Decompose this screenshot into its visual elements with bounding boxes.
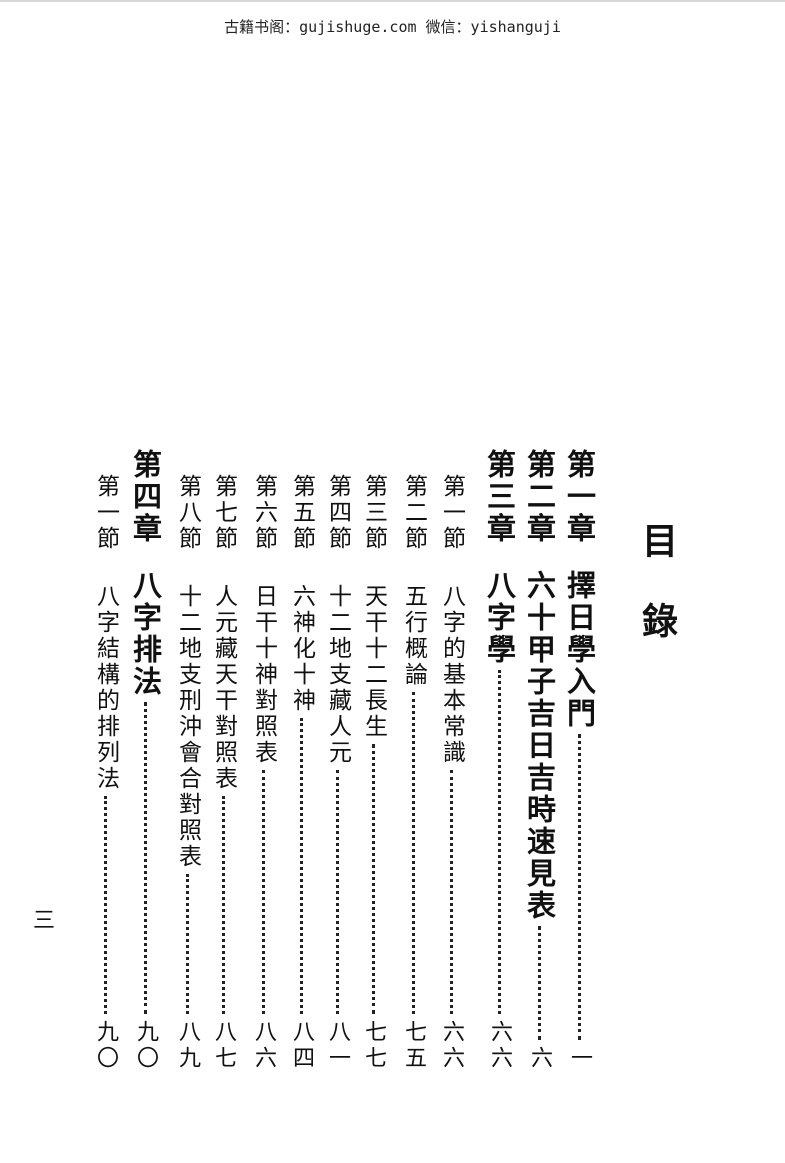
toc-entry[interactable]: 第二節 五行概論 七五 (396, 0, 430, 1072)
entry-label: 第一章 (562, 449, 597, 545)
toc-entry[interactable]: 第四章 八字排法 九〇 (128, 0, 163, 1072)
dot-leader (411, 692, 415, 1014)
entry-page: 六六 (439, 1020, 464, 1072)
entry-title: 五行概論 (400, 584, 427, 688)
entry-label: 第三章 (482, 449, 517, 545)
toc-entry[interactable]: 第八節 十二地支刑沖會合對照表 八九 (170, 0, 204, 1072)
toc-entry[interactable]: 第五節 六神化十神 八四 (284, 0, 318, 1072)
entry-title: 擇日學入門 (562, 570, 597, 730)
dot-leader (299, 718, 303, 1014)
entry-title: 天干十二長生 (360, 584, 387, 740)
toc-entry[interactable]: 第一節 八字結構的排列法 九〇 (88, 0, 122, 1072)
entry-label: 第一節 (92, 474, 119, 552)
dot-leader (335, 770, 339, 1014)
entry-label: 第一節 (438, 474, 465, 552)
toc-entry[interactable]: 第六節 日干十神對照表 八六 (246, 0, 280, 1072)
entry-label: 第六節 (250, 474, 277, 552)
watermark-header: 古籍书阁：gujishuge.com 微信：yishanguji (224, 18, 561, 36)
entry-label: 第四章 (128, 449, 163, 545)
entry-page: 一 (567, 1046, 592, 1072)
entry-page: 八七 (211, 1020, 236, 1072)
entry-label: 第二章 (522, 449, 557, 545)
dot-leader (221, 796, 225, 1014)
entry-page: 九〇 (93, 1020, 118, 1072)
entry-title: 八字的基本常識 (438, 584, 465, 766)
dot-leader (185, 874, 189, 1014)
entry-title: 八字結構的排列法 (92, 584, 119, 792)
entry-page: 六 (527, 1046, 552, 1072)
toc-entry[interactable]: 第二章 六十甲子吉日吉時速見表 六 (522, 0, 557, 1072)
toc-entry[interactable]: 第三節 天干十二長生 七七 (356, 0, 390, 1072)
entry-label: 第五節 (288, 474, 315, 552)
entry-title: 人元藏天干對照表 (210, 584, 237, 792)
entry-page: 八九 (175, 1020, 200, 1072)
toc-title: 目錄 (636, 522, 677, 682)
entry-title: 六神化十神 (288, 584, 315, 714)
entry-page: 八四 (289, 1020, 314, 1072)
entry-title: 八字排法 (128, 570, 163, 698)
entry-title: 六十甲子吉日吉時速見表 (522, 570, 557, 922)
dot-leader (261, 770, 265, 1014)
toc-entry[interactable]: 第七節 人元藏天干對照表 八七 (206, 0, 240, 1072)
toc-entry[interactable]: 第一章 擇日學入門 一 (562, 0, 597, 1072)
toc-entry[interactable]: 第三章 八字學 六六 (482, 0, 517, 1072)
entry-label: 第二節 (400, 474, 427, 552)
dot-leader (537, 926, 541, 1040)
entry-page: 八一 (325, 1020, 350, 1072)
dot-leader (371, 744, 375, 1014)
entry-label: 第四節 (324, 474, 351, 552)
toc-entry[interactable]: 第一節 八字的基本常識 六六 (434, 0, 468, 1072)
entry-label: 第三節 (360, 474, 387, 552)
entry-page: 六六 (487, 1020, 512, 1072)
dot-leader (497, 670, 501, 1014)
entry-page: 七五 (401, 1020, 426, 1072)
entry-title: 十二地支刑沖會合對照表 (174, 584, 201, 870)
entry-page: 八六 (251, 1020, 276, 1072)
entry-title: 十二地支藏人元 (324, 584, 351, 766)
page-number: 三 (29, 908, 54, 930)
entry-page: 七七 (361, 1020, 386, 1072)
entry-label: 第八節 (174, 474, 201, 552)
entry-label: 第七節 (210, 474, 237, 552)
page-edge (0, 0, 785, 2)
dot-leader (143, 702, 147, 1014)
toc-entry[interactable]: 第四節 十二地支藏人元 八一 (320, 0, 354, 1072)
dot-leader (103, 796, 107, 1014)
dot-leader (577, 734, 581, 1040)
entry-page: 九〇 (133, 1020, 158, 1072)
dot-leader (449, 770, 453, 1014)
entry-title: 日干十神對照表 (250, 584, 277, 766)
entry-title: 八字學 (482, 570, 517, 666)
